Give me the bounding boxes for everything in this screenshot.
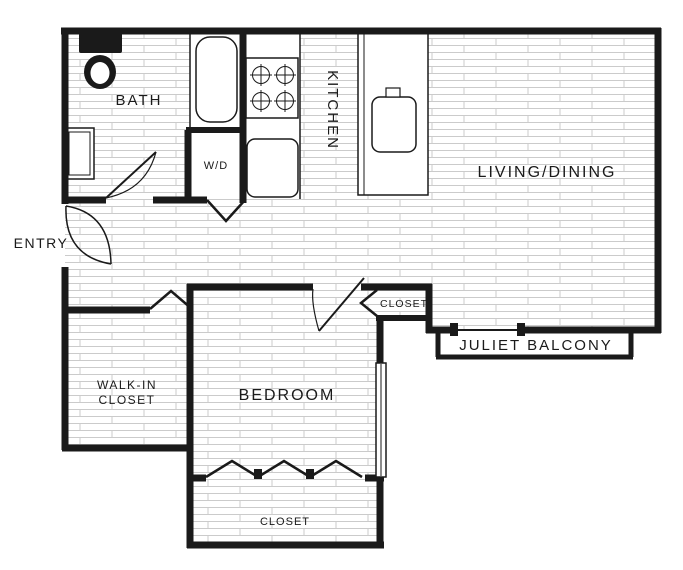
bath-vanity-inner (68, 131, 91, 176)
bathtub-basin (195, 36, 238, 123)
entry-label: ENTRY (14, 235, 69, 251)
juliet-balcony-label: JULIET BALCONY (459, 337, 613, 354)
bath-vanity (64, 127, 95, 180)
bedroom-closet-label: CLOSET (260, 516, 310, 528)
bath-door-leaf (105, 151, 157, 199)
washer-dryer-interior (191, 133, 241, 197)
toilet-bowl-inner (90, 62, 110, 84)
bedroom-label: BEDROOM (239, 387, 336, 404)
entry-door-arc (65, 205, 112, 265)
living-dining-floor (430, 31, 659, 330)
walls-layer (61, 27, 662, 549)
kitchen-label: KITCHEN (324, 70, 341, 150)
hall-closet-label: CLOSET (380, 298, 428, 310)
kitchen-sink (371, 96, 417, 153)
walk-in-closet-label-line1: WALK-IN (97, 378, 157, 392)
bedroom-door-arc (312, 288, 320, 332)
bifold-junction-left (254, 469, 262, 479)
kitchen-base-cabinet (246, 138, 299, 198)
bathtub (189, 30, 244, 129)
hall-closet-door (359, 289, 378, 317)
balcony-door-jamb-left (450, 323, 458, 336)
bedroom-closet-doors (205, 459, 363, 479)
hall-strip-floor (65, 287, 190, 310)
washer-dryer-door (206, 199, 246, 223)
outer-walls (61, 27, 662, 450)
walk-in-closet-door (149, 289, 193, 310)
juliet-balcony-walls (435, 328, 634, 360)
bath-door-arc (105, 151, 157, 199)
toilet-tank (79, 33, 122, 53)
entry-hall-floor (65, 200, 243, 287)
walk-in-closet-floor (65, 310, 192, 450)
bedroom-walls (186, 283, 433, 549)
stove-burners (250, 64, 296, 112)
living-dining-label: LIVING/DINING (478, 164, 617, 181)
doors-layer (65, 151, 525, 479)
stove (245, 57, 299, 119)
kitchen-faucet (385, 87, 401, 98)
walk-in-closet-label-line2: CLOSET (98, 393, 155, 407)
bath-kitchen-walls (62, 28, 247, 204)
bedroom-door-leaf (318, 277, 365, 332)
bedroom-closet-floor (190, 480, 381, 545)
bedroom-floor (190, 287, 382, 480)
fixtures-layer (64, 30, 429, 199)
entry-door-leaf (65, 205, 112, 265)
labels-layer: BATH KITCHEN LIVING/DINING ENTRY W/D WAL… (14, 70, 617, 528)
walk-in-closet-walls (62, 306, 193, 452)
hall-closet-floor (378, 287, 430, 318)
bifold-junction-right (306, 469, 314, 479)
bath-label: BATH (116, 92, 163, 109)
balcony-door-jamb-right (517, 323, 525, 336)
washer-dryer-label: W/D (204, 160, 228, 172)
